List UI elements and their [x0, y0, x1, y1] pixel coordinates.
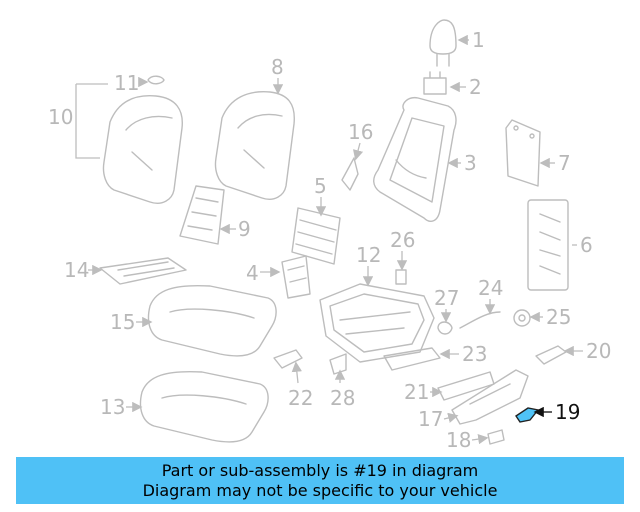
callout-17: 17 — [418, 407, 443, 431]
part-27-clip — [437, 321, 453, 335]
callout-20: 20 — [586, 339, 611, 363]
info-banner: Part or sub-assembly is #19 in diagram D… — [16, 457, 624, 504]
part-24-cable — [459, 311, 501, 329]
callout-24: 24 — [478, 276, 503, 300]
part-9-pad — [179, 185, 225, 245]
part-1-headrest — [429, 19, 457, 67]
part-14-heater — [99, 257, 187, 285]
part-8-seatback-cover — [214, 91, 295, 200]
banner-line-part-number: Part or sub-assembly is #19 in diagram — [161, 461, 479, 480]
part-5-spring-panel — [291, 207, 341, 265]
part-2-headrest-guide — [423, 71, 447, 95]
part-10-seatback-cover — [75, 75, 183, 204]
callout-26: 26 — [390, 228, 415, 252]
part-7-back-panel — [505, 119, 541, 187]
callout-6: 6 — [580, 233, 593, 257]
callout-25: 25 — [546, 305, 571, 329]
banner-line-disclaimer: Diagram may not be specific to your vehi… — [142, 481, 498, 500]
part-13-cushion-cover — [139, 370, 269, 443]
callout-9: 9 — [238, 217, 251, 241]
callout-2: 2 — [469, 75, 482, 99]
callout-10: 10 — [48, 105, 73, 129]
callout-23: 23 — [462, 342, 487, 366]
callout-3: 3 — [464, 151, 477, 175]
callout-labels: 1 2 3 4 5 6 7 8 9 10 11 12 13 14 15 16 1… — [48, 28, 611, 452]
callout-12: 12 — [356, 243, 381, 267]
part-3-seatback-frame — [373, 96, 457, 222]
part-23-bracket — [383, 347, 441, 371]
leader-lines — [88, 34, 583, 445]
part-6-bolts — [527, 199, 569, 291]
callout-11: 11 — [114, 71, 139, 95]
part-17-shield — [451, 369, 529, 425]
callout-27: 27 — [434, 286, 459, 310]
callout-18: 18 — [446, 428, 471, 452]
callout-15: 15 — [110, 310, 135, 334]
callout-4: 4 — [246, 261, 259, 285]
part-25-knob — [513, 309, 531, 327]
part-22-lever — [273, 349, 303, 369]
callout-14: 14 — [64, 258, 89, 282]
part-16-trim — [341, 157, 359, 191]
part-19-cap — [515, 407, 540, 423]
part-18-clip — [487, 429, 505, 445]
callout-5: 5 — [314, 174, 327, 198]
part-26-clip — [395, 269, 407, 285]
callout-28: 28 — [330, 386, 355, 410]
callout-7: 7 — [558, 151, 571, 175]
part-4-lumbar — [281, 255, 311, 299]
callout-1: 1 — [472, 28, 485, 52]
callout-8: 8 — [271, 55, 284, 79]
callout-21: 21 — [404, 380, 429, 404]
callout-19: 19 — [555, 400, 580, 424]
callout-22: 22 — [288, 386, 313, 410]
part-20-trim — [535, 345, 567, 365]
callout-16: 16 — [348, 120, 373, 144]
callout-13: 13 — [100, 395, 125, 419]
part-15-cushion — [147, 284, 277, 357]
part-28-clip — [329, 353, 347, 375]
